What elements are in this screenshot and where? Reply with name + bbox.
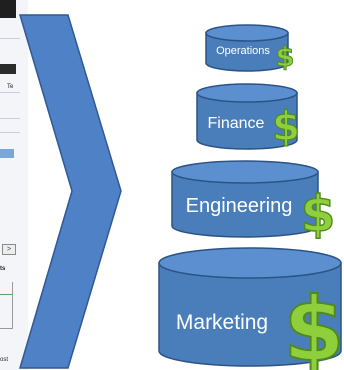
divider (0, 92, 20, 93)
dollar-sign-icon: $ (283, 278, 344, 370)
divider (0, 38, 20, 39)
dark-menu-bar (0, 64, 16, 74)
cylinder-engineering (171, 160, 319, 238)
tier-label-marketing: Marketing (175, 311, 269, 334)
chevron-arrow-icon (18, 14, 122, 369)
dollar-sign-icon: $ (301, 185, 336, 243)
dollar-sign-icon: $ (276, 42, 295, 73)
section-label-fragment: ts (0, 266, 6, 272)
cylinder-operations (205, 24, 289, 72)
tier-label-operations: Operations (216, 45, 270, 57)
divider (0, 132, 20, 133)
tier-label-engineering: Engineering (185, 195, 293, 217)
footer-text-fragment: ost (0, 357, 9, 363)
divider (0, 118, 20, 119)
cylinder-marketing (158, 247, 342, 367)
tier-label-finance: Finance (207, 115, 265, 132)
selected-row[interactable] (0, 149, 14, 158)
column-header-fragment: Te (7, 84, 14, 90)
cylinder-finance (196, 83, 298, 150)
scroll-right-button[interactable]: > (2, 244, 16, 255)
mini-chart (0, 282, 13, 329)
dollar-sign-icon: $ (272, 104, 300, 150)
dark-title-bar (0, 0, 16, 18)
embedded-screenshot-fragment: Te > ts ost (0, 0, 28, 370)
